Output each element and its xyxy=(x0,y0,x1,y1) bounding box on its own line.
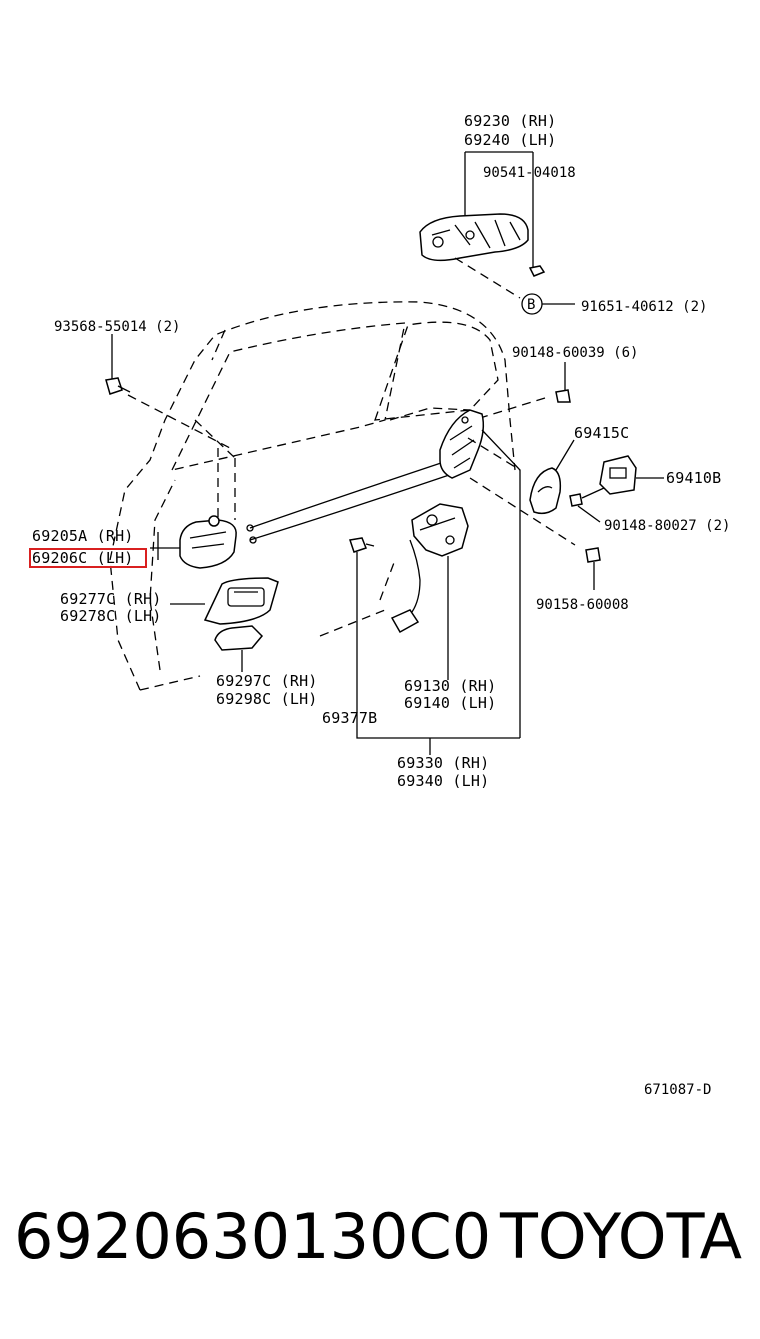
label-69240: 69240 (LH) xyxy=(464,131,556,149)
striker-69410b[interactable] xyxy=(599,455,637,495)
label-90148-80027: 90148-80027 (2) xyxy=(604,518,730,534)
handle-bezel[interactable] xyxy=(203,577,279,625)
inside-handle[interactable] xyxy=(179,515,237,569)
label-69330: 69330 (RH) xyxy=(397,754,489,772)
label-69410b: 69410B xyxy=(666,469,721,487)
label-90541: 90541-04018 xyxy=(483,165,576,181)
label-69205a: 69205A (RH) xyxy=(32,527,134,545)
label-69415c: 69415C xyxy=(574,424,629,442)
label-69297c: 69297C (RH) xyxy=(216,672,318,690)
handle-cover[interactable] xyxy=(214,625,264,651)
screw-90148-80027[interactable] xyxy=(569,493,583,507)
label-91651: 91651-40612 (2) xyxy=(581,299,707,315)
label-69206c[interactable]: 69206C (LH) xyxy=(32,549,134,567)
screw-90148-60039[interactable] xyxy=(555,389,571,403)
footer-brand: TOYOTA xyxy=(499,1200,742,1273)
highlight-box xyxy=(29,548,147,568)
label-90148-60039: 90148-60039 (6) xyxy=(512,345,638,361)
diagram-code: 671087-D xyxy=(644,1082,711,1098)
clip-69377b[interactable] xyxy=(349,537,375,553)
circle-b-label: B xyxy=(527,297,535,313)
label-69130: 69130 (RH) xyxy=(404,677,496,695)
label-69278c: 69278C (LH) xyxy=(60,607,162,625)
footer-part-number: 6920630130C0 xyxy=(14,1200,491,1273)
label-69298c: 69298C (LH) xyxy=(216,690,318,708)
label-69140: 69140 (LH) xyxy=(404,694,496,712)
bolt-93568[interactable] xyxy=(105,377,131,395)
label-69230: 69230 (RH) xyxy=(464,112,556,130)
lock-mechanism[interactable] xyxy=(390,503,469,634)
door-outline xyxy=(109,301,516,691)
label-93568: 93568-55014 (2) xyxy=(54,319,180,335)
outside-handle[interactable] xyxy=(419,213,529,262)
screw-90158-60008[interactable] xyxy=(585,547,601,563)
label-90158: 90158-60008 xyxy=(536,597,629,613)
label-69377b: 69377B xyxy=(322,709,377,727)
label-69277c: 69277C (RH) xyxy=(60,590,162,608)
label-69340: 69340 (LH) xyxy=(397,772,489,790)
door-lock-assembly[interactable] xyxy=(439,409,485,479)
striker-cover-69415c[interactable] xyxy=(529,467,562,515)
